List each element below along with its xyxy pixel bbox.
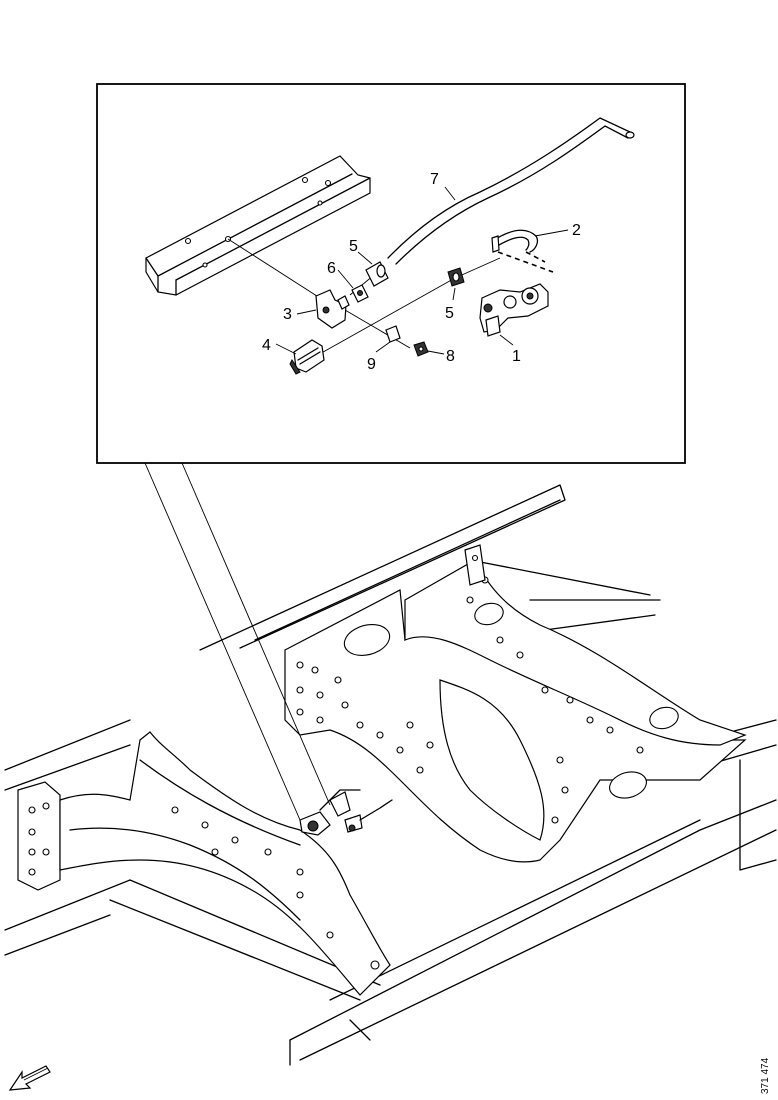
callout-4: 4 [262, 337, 271, 354]
reference-number: 371 474 [760, 1057, 771, 1094]
front-direction-arrow-icon [8, 1065, 51, 1091]
callout-5-lower: 5 [445, 305, 454, 322]
callout-2: 2 [572, 222, 581, 239]
part-9-bushing [385, 325, 401, 343]
detail-view: 7 2 5 6 3 4 5 9 8 1 [96, 83, 686, 464]
installed-valve-assembly [299, 789, 393, 836]
callout-leaders [275, 186, 569, 355]
part-7-pipe [387, 117, 635, 265]
chassis-frame [4, 484, 777, 1066]
callout-5-upper: 5 [349, 238, 358, 255]
part-3-bracket [315, 289, 350, 329]
part-6-fitting [351, 284, 369, 303]
callout-labels: 7 2 5 6 3 4 5 9 8 1 [262, 171, 581, 373]
callout-8: 8 [446, 348, 455, 365]
callout-6: 6 [327, 260, 336, 277]
part-5-nut-upper [365, 261, 389, 287]
part-1-cylinder [479, 283, 549, 337]
callout-7: 7 [430, 171, 439, 188]
callout-3: 3 [283, 306, 292, 323]
detail-leader-lines [144, 462, 331, 821]
callout-1: 1 [512, 348, 521, 365]
part-4-valve [289, 339, 325, 375]
callout-9: 9 [367, 356, 376, 373]
plate-holes [296, 576, 644, 824]
part-8-nut [413, 341, 429, 357]
part-5-ring-lower [447, 267, 465, 287]
